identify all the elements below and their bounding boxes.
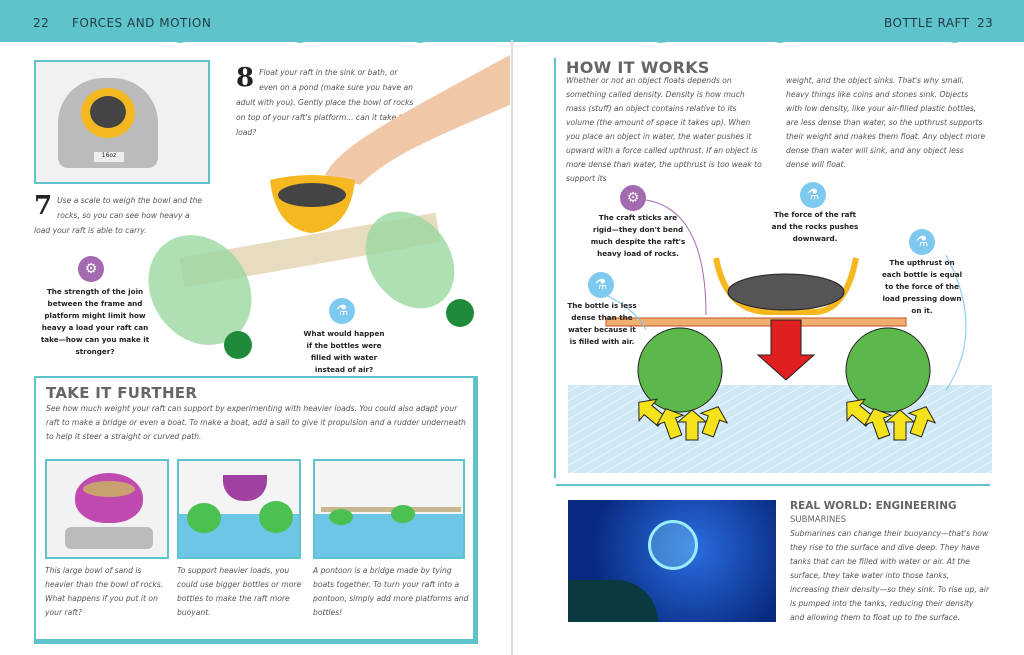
raft-photo (148, 55, 510, 359)
flask-icon: ⚗ (909, 229, 935, 255)
scale-display: 16oz (94, 152, 124, 162)
right-page-title: BOTTLE RAFT (884, 16, 970, 30)
caption-pontoon: A pontoon is a bridge made by tying boat… (313, 566, 469, 617)
flask-icon: ⚗ (329, 298, 355, 324)
label-upthrust: The upthrust on each bottle is equal to … (881, 258, 963, 315)
step-8-text: Float your raft in the sink or bath, or … (236, 68, 414, 137)
scale-photo: 16oz (34, 60, 210, 184)
take-it-further-box: TAKE IT FURTHER See how much weight your… (34, 376, 478, 644)
gutter (511, 40, 513, 655)
real-world-subtitle: SUBMARINES (790, 515, 847, 525)
page-header (0, 0, 1024, 43)
gear-icon: ⚙ (78, 256, 104, 282)
flotation-diagram (568, 199, 992, 473)
step-7-text: Use a scale to weigh the bowl and the ro… (34, 196, 203, 235)
callout-water-bottles: What would happen if the bottles were fi… (303, 329, 385, 374)
torn-edge (0, 30, 1024, 43)
callout-join-strength: The strength of the join between the fra… (40, 287, 150, 356)
submarine-photo (568, 500, 776, 622)
caption-sand-bowl: This large bowl of sand is heavier than … (45, 566, 164, 617)
section-rule (556, 484, 990, 486)
real-world-text: Submarines can change their buoyancy—tha… (790, 529, 990, 622)
how-it-works-title: HOW IT WORKS (566, 58, 710, 77)
real-world-title: REAL WORLD: ENGINEERING (790, 500, 957, 512)
pontoon-photo (313, 459, 465, 559)
label-downward-force: The force of the raft and the rocks push… (771, 210, 859, 243)
how-it-works-col1: Whether or not an object floats depends … (566, 76, 762, 183)
caption-big-bottles: To support heavier loads, you could use … (177, 566, 302, 617)
rocks (727, 273, 845, 311)
take-it-further-text: See how much weight your raft can suppor… (46, 404, 466, 441)
bottle-right (845, 327, 931, 413)
how-it-works-col2: weight, and the object sinks. That's why… (786, 76, 986, 169)
label-bottle-density: The bottle is less dense than the water … (567, 301, 637, 346)
sand-bowl-photo (45, 459, 169, 559)
left-page-number: 22 (33, 16, 50, 30)
step-8-number: 8 (236, 63, 255, 93)
label-craft-sticks: The craft sticks are rigid—they don't be… (590, 213, 686, 258)
bottle-left (637, 327, 723, 413)
big-bottles-photo (177, 459, 301, 559)
raft-platform (605, 317, 907, 327)
section-rule (554, 58, 556, 478)
flask-icon: ⚗ (588, 272, 614, 298)
arrow-down (756, 319, 816, 381)
right-page-number: 23 (977, 16, 994, 30)
gear-icon: ⚙ (620, 185, 646, 211)
upthrust-arrows (638, 398, 937, 441)
bowl (713, 257, 859, 315)
left-page-title: FORCES AND MOTION (72, 16, 212, 30)
step-7-number: 7 (34, 191, 53, 221)
flask-icon: ⚗ (800, 182, 826, 208)
take-it-further-title: TAKE IT FURTHER (46, 384, 198, 402)
